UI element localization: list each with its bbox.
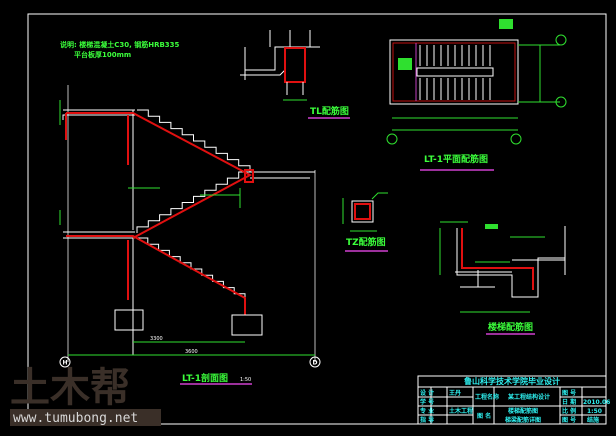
plan-treads [419,45,491,100]
stair-plan [386,19,567,145]
right-label-1: 日 期 [562,398,576,406]
drawing-name-1: 楼梯配筋图 [508,407,538,415]
watermark-logo: 土木帮 [10,365,130,411]
detail-title: 楼梯配筋图 [488,321,533,333]
tb-label-2: 专 业 [420,407,434,415]
stair-section: 3300 3600 H D [59,85,321,368]
tb-value-0: 王丹 [449,389,461,397]
axis-bubble-d [309,356,321,368]
tb-label-0: 设 计 [420,389,434,397]
plan-title: LT-1平面配筋图 [424,153,488,165]
dim-total: 3600 [185,349,198,355]
title-block: 鲁山科学技术学院毕业设计 设 计 王丹 学 号 专 业 土木工程 指 导 工程名… [417,375,610,425]
right-value-2: 1:50 [587,408,602,415]
right-label-2: 比 例 [562,407,576,415]
tb-label-1: 学 号 [420,398,434,406]
watermark-url-bg [10,409,161,426]
section-scale: 1:50 [240,377,251,383]
sheet-frame [27,13,607,425]
right-label-3: 图 号 [562,416,576,424]
project-label: 工程名称 [475,393,499,401]
watermark-url: www.tumubong.net [13,411,138,426]
note-line-2: 平台板厚100mm [74,50,131,59]
tz-title: TZ配筋图 [346,236,386,248]
axis-bubble-h [59,356,71,368]
beam-detail [439,221,566,313]
school-title: 鲁山科学技术学院毕业设计 [463,376,560,386]
drawing-label: 图 名 [477,412,491,420]
tl-title: TL配筋图 [310,105,349,117]
right-value-3: 结施 [587,416,599,424]
tb-value-2: 土木工程 [449,407,473,415]
dim-run: 3300 [150,336,163,342]
axis-label-d: D [313,360,318,367]
drawing-name-2: 梯梁配筋详图 [505,416,541,424]
axis-label-h: H [62,360,67,367]
tl-detail [240,30,320,101]
right-value-1: 2010.06 [583,399,610,406]
project-value: 某工程结构设计 [508,393,550,401]
section-title: LT-1剖面图 [182,372,228,384]
right-label-0: 图 号 [562,389,576,397]
tz-detail [342,192,388,232]
note-line-1: 说明: 楼梯混凝土C30, 钢筋HRB335 [60,40,180,49]
tb-label-3: 指 导 [420,416,434,424]
